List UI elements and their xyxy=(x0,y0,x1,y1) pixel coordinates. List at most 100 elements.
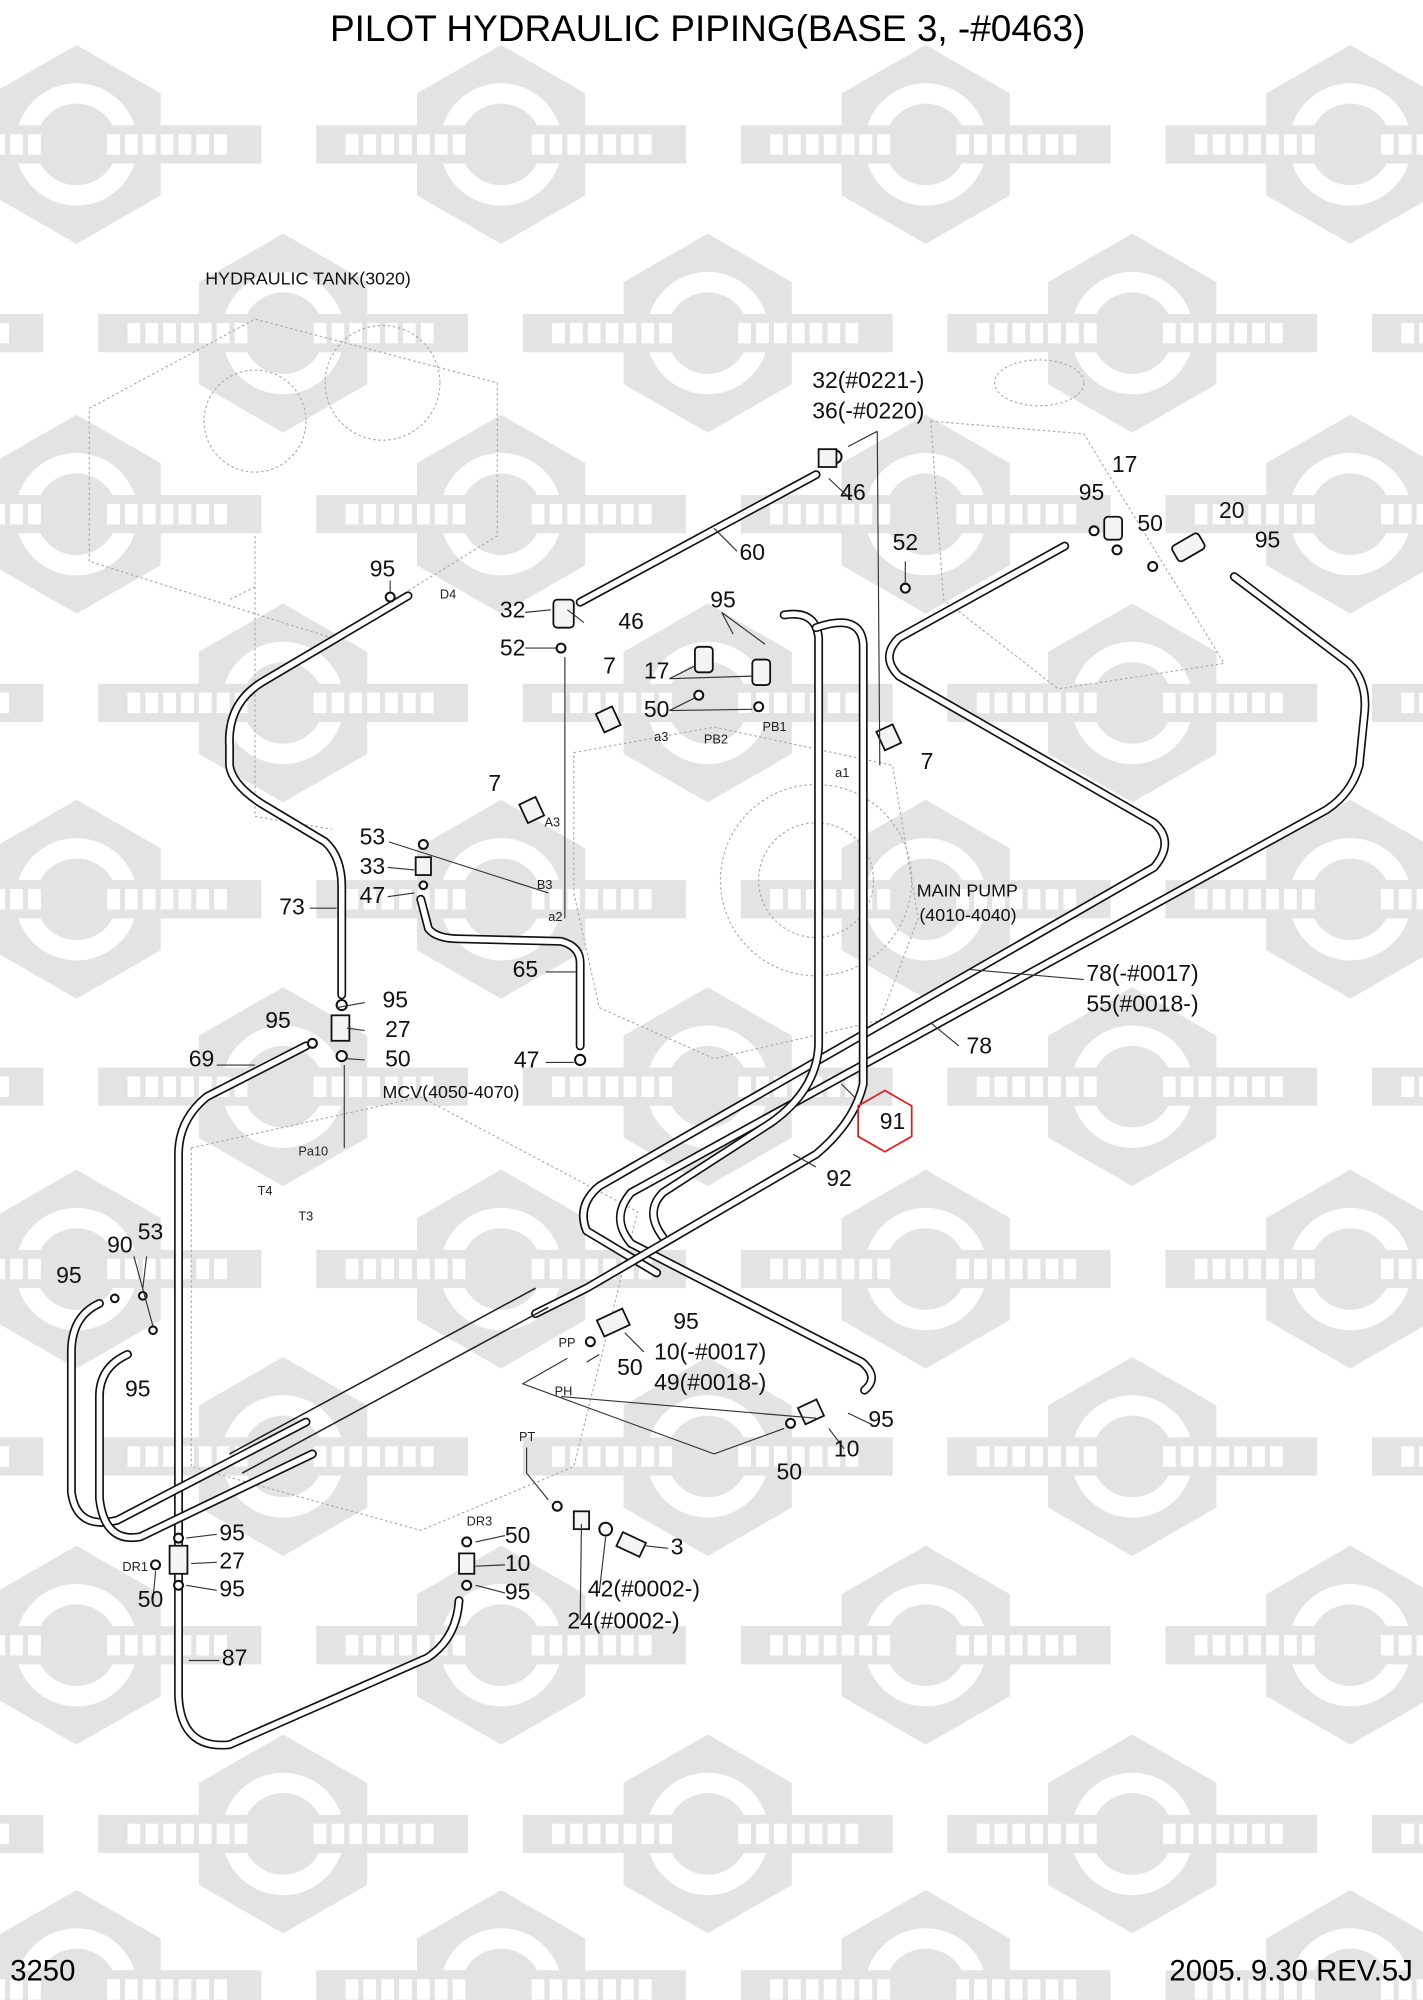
watermark-logo xyxy=(0,1067,44,1106)
callout[interactable]: 50 xyxy=(1137,510,1163,536)
watermark-logo xyxy=(1371,1814,1423,1854)
callout[interactable]: 7 xyxy=(603,653,616,679)
component-ghosts xyxy=(88,318,1226,1532)
watermark-logo xyxy=(316,44,686,244)
callout[interactable]: 95 xyxy=(505,1578,531,1604)
label-hydraulic-tank: HYDRAULIC TANK(3020) xyxy=(205,269,411,289)
callout[interactable]: 7 xyxy=(921,748,934,774)
callout[interactable]: 17 xyxy=(644,658,670,684)
hoses xyxy=(66,470,1370,1750)
watermark-logo xyxy=(522,233,893,433)
watermark-logo xyxy=(0,1545,262,1745)
callout[interactable]: 27 xyxy=(385,1016,411,1042)
callout[interactable]: 78 xyxy=(967,1033,993,1059)
port-label: PB2 xyxy=(704,732,728,747)
watermark-logo xyxy=(1165,1545,1423,1745)
port-label: DR1 xyxy=(122,1559,148,1574)
callout[interactable]: 95 xyxy=(1079,479,1105,505)
watermark-logo xyxy=(947,603,1318,803)
callout[interactable]: 33 xyxy=(360,853,386,879)
callout[interactable]: 78(-#0017) xyxy=(1086,960,1198,986)
callout[interactable]: 7 xyxy=(488,770,501,796)
watermark-logo xyxy=(316,1545,686,1745)
callout[interactable]: 46 xyxy=(618,608,644,634)
callout[interactable]: 60 xyxy=(740,539,766,565)
pipe-92 xyxy=(531,618,868,1319)
watermark-logo xyxy=(1165,414,1423,614)
watermark-logo xyxy=(740,414,1111,614)
callout[interactable]: 95 xyxy=(370,556,396,582)
port-label: D4 xyxy=(440,586,456,601)
callout[interactable]: 47 xyxy=(514,1047,540,1073)
callout[interactable]: 50 xyxy=(644,696,670,722)
callout[interactable]: 36(-#0220) xyxy=(812,398,924,424)
label-main-pump-code: (4010-4040) xyxy=(919,905,1016,925)
callout[interactable]: 90 xyxy=(107,1231,133,1257)
pipe-55 xyxy=(615,572,1370,1395)
callout-91[interactable]: 91 xyxy=(880,1108,906,1134)
callout[interactable]: 17 xyxy=(1112,451,1138,477)
callout[interactable]: 27 xyxy=(219,1548,245,1574)
watermark-logo xyxy=(1165,799,1423,999)
watermark-logo xyxy=(1371,1067,1423,1106)
callout[interactable]: 24(#0002-) xyxy=(567,1608,679,1634)
watermark-logo xyxy=(316,414,686,614)
hose-left-loop-2 xyxy=(94,1350,317,1543)
callout[interactable]: 50 xyxy=(777,1458,803,1484)
footer-revision: 2005. 9.30 REV.5J xyxy=(1169,1955,1412,1988)
callout[interactable]: 50 xyxy=(138,1586,164,1612)
watermark-logo xyxy=(0,1169,262,1369)
callout[interactable]: 95 xyxy=(383,987,409,1013)
callout[interactable]: 95 xyxy=(219,1576,245,1602)
callout[interactable]: 69 xyxy=(189,1045,215,1071)
watermark-logo xyxy=(947,987,1318,1187)
callout[interactable]: 95 xyxy=(868,1406,894,1432)
watermark-logo xyxy=(740,799,1111,999)
callout[interactable]: 46 xyxy=(840,479,866,505)
highlight-hexagon-91[interactable] xyxy=(857,1089,913,1153)
callout[interactable]: 50 xyxy=(385,1045,411,1071)
callout[interactable]: 95 xyxy=(710,586,736,612)
callout[interactable]: 55(#0018-) xyxy=(1086,990,1198,1016)
callout[interactable]: 10 xyxy=(505,1550,531,1576)
callout[interactable]: 87 xyxy=(222,1645,248,1671)
callout[interactable]: 95 xyxy=(673,1308,699,1334)
callout[interactable]: 95 xyxy=(219,1520,245,1546)
watermark-logo xyxy=(1165,1169,1423,1369)
watermark-logo xyxy=(740,1890,1111,2000)
callout[interactable]: 52 xyxy=(500,635,526,661)
callout[interactable]: 42(#0002-) xyxy=(588,1576,700,1602)
callout[interactable]: 10 xyxy=(834,1435,860,1461)
callout[interactable]: 53 xyxy=(360,823,386,849)
watermark-logo xyxy=(740,44,1111,244)
watermark-logo xyxy=(1371,1437,1423,1476)
callout[interactable]: 32(#0221-) xyxy=(812,367,924,393)
callout[interactable]: 95 xyxy=(125,1376,151,1402)
callout[interactable]: 50 xyxy=(617,1354,643,1380)
callout[interactable]: 95 xyxy=(265,1007,291,1033)
callout[interactable]: 49(#0018-) xyxy=(654,1369,766,1395)
port-label: PT xyxy=(519,1429,536,1444)
callout[interactable]: 20 xyxy=(1219,497,1245,523)
callout[interactable]: 73 xyxy=(279,894,305,920)
watermark-logo xyxy=(1165,1890,1423,2000)
callout[interactable]: 50 xyxy=(505,1522,531,1548)
pipe-78 xyxy=(579,541,1170,1278)
watermark-logo xyxy=(947,1734,1318,1934)
callout[interactable]: 95 xyxy=(56,1262,82,1288)
callout[interactable]: 95 xyxy=(1255,526,1281,552)
callout[interactable]: 53 xyxy=(138,1219,164,1245)
callout[interactable]: 52 xyxy=(893,529,919,555)
hose-69-87 xyxy=(174,1041,464,1750)
callout[interactable]: 32 xyxy=(500,596,526,622)
callout[interactable]: 47 xyxy=(360,882,386,908)
port-label: a1 xyxy=(835,765,849,780)
watermark-logo xyxy=(0,1890,262,2000)
callout[interactable]: 65 xyxy=(513,956,539,982)
callout[interactable]: 3 xyxy=(671,1534,684,1560)
callout[interactable]: 92 xyxy=(826,1165,852,1191)
watermark-logo xyxy=(316,799,686,999)
port-label: T3 xyxy=(298,1209,313,1224)
callout[interactable]: 10(-#0017) xyxy=(654,1339,766,1365)
